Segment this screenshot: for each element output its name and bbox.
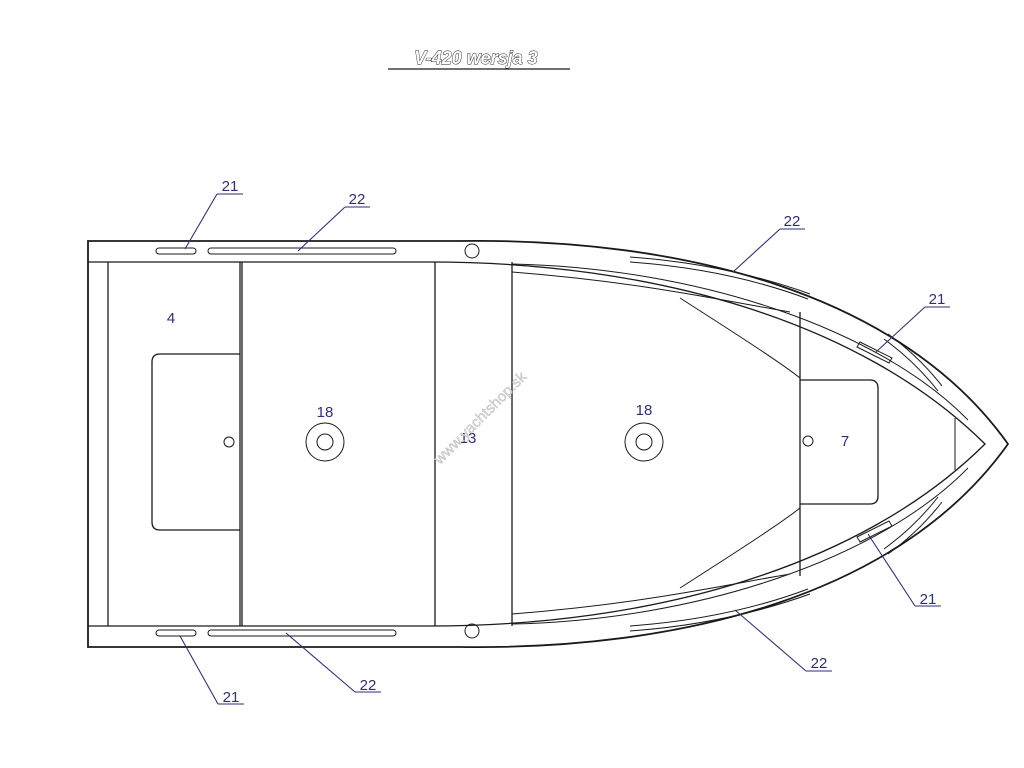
hull-inner-gunwale [108,261,986,627]
callout-21-right-upper: 21 [875,291,950,353]
callouts: 21 22 22 21 21 22 22 [179,178,950,706]
rail-slot-bow-upper [883,333,943,392]
callout-22-top-right: 22 [732,213,805,273]
callout-21-top-left-label: 21 [222,178,239,195]
middle-seat: 18 [241,262,345,626]
cleat-slot-bow-lower [856,520,893,543]
bow-locker: 7 [799,312,879,576]
floor-curve-upper [511,271,791,313]
hull-outer-outline [87,240,1010,648]
rail-slot-bottom-right [629,588,811,632]
drawing-title: V-420 wersja 3 [388,48,570,70]
middle-seat-plug-outer [305,422,345,462]
gunwale-inner-line-lower [511,467,969,625]
callout-21-right-upper-label: 21 [929,291,946,308]
callout-22-top-left-label: 22 [349,191,366,208]
bow-hatch [800,379,879,505]
part-label-floor-plug: 18 [636,402,653,419]
callout-22-bottom-left-label: 22 [360,677,377,694]
callout-22-top-right-label: 22 [784,213,801,230]
callout-22-bottom-right-label: 22 [811,655,828,672]
rail-slot-bow-lower [883,496,943,555]
callout-22-bottom-right: 22 [734,609,832,672]
gunwale-fittings [155,243,943,639]
middle-seat-plug-inner [316,433,334,451]
hull [87,240,1010,648]
callout-21-right-lower-label: 21 [920,591,937,608]
callout-21-bottom-left: 21 [179,635,244,706]
middle-bench: 13 [434,262,513,626]
stern-seat: 4 [151,262,241,626]
part-label-middle-seat-plug: 18 [317,404,334,421]
cleat-slot-bottom-left [155,629,197,637]
cleat-slot-top-left [155,247,197,255]
callout-22-top-left: 22 [297,191,370,252]
rail-slot-bottom-left [207,629,397,637]
rail-slot-top-right [629,256,811,300]
floor-plug-inner [635,433,653,451]
part-label-stern-seat: 4 [167,310,175,327]
cleat-slot-bow-upper [856,341,893,364]
callout-21-right-lower: 21 [867,533,941,608]
floor-diagonal-lower [679,507,801,589]
part-label-middle-bench: 13 [460,430,477,447]
floor-curve-lower [511,573,791,615]
stern-hatch [151,353,240,531]
callout-22-bottom-left: 22 [285,632,381,694]
forward-floor: 18 [511,271,801,615]
floor-plug-outer [624,422,664,462]
bow-locker-bolt [802,435,814,447]
oarlock-top [464,243,480,259]
watermark: www.yachtshop.sk [430,368,530,468]
stern-seat-bolt [223,436,235,448]
callout-21-top-left: 21 [184,178,243,250]
title-text: V-420 wersja 3 [414,48,537,68]
oarlock-bottom [464,623,480,639]
floor-diagonal-upper [679,297,801,379]
part-label-bow-locker: 7 [841,433,849,450]
rail-slot-top-left [207,247,397,255]
callout-21-bottom-left-label: 21 [223,689,240,706]
